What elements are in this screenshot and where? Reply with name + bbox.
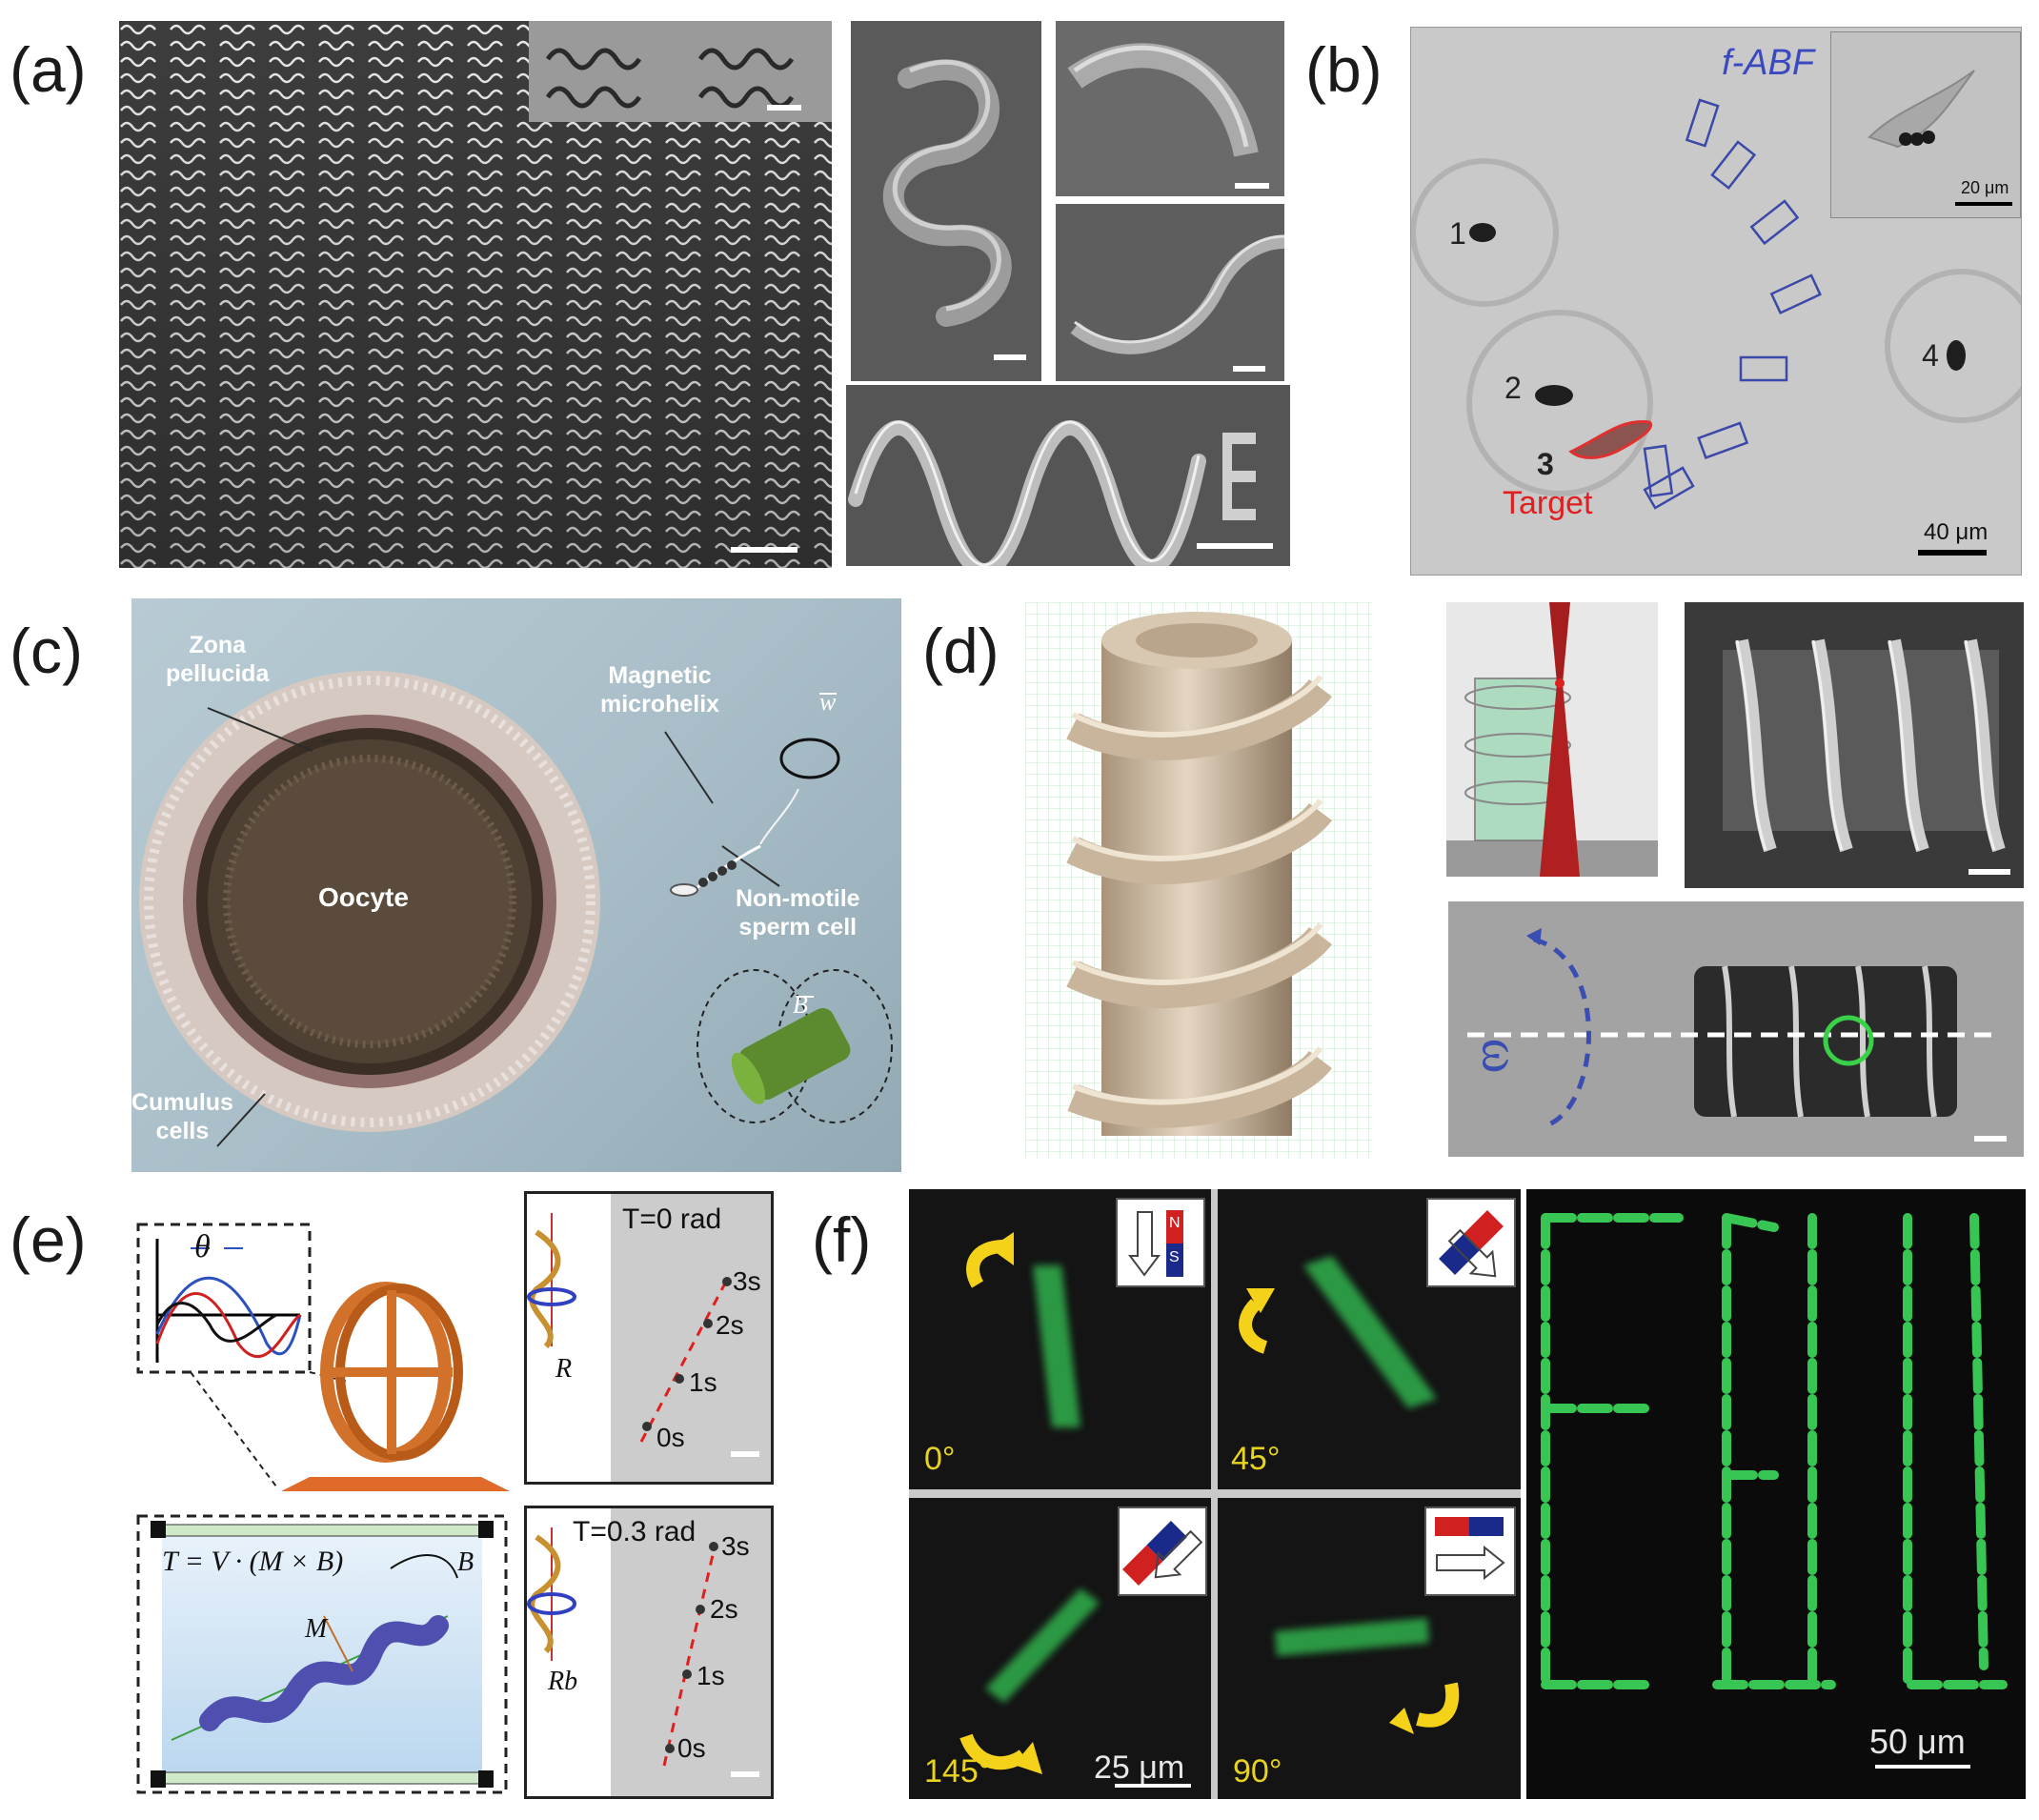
cell-number-2: 2 [1504, 371, 1522, 405]
panel-label-a: (a) [10, 34, 87, 105]
oocyte-image: Zona pellucida Magnetic microhelix Oocyt… [131, 598, 901, 1172]
helix-detail-sem-2 [1056, 204, 1284, 381]
panel-label-d: (d) [922, 616, 999, 686]
time-3s-top: 3s [733, 1266, 761, 1296]
label-B: B [793, 991, 808, 1019]
label-w: w [819, 688, 837, 716]
trajectory-bg [611, 1194, 771, 1482]
magnet-s-0: S [1169, 1249, 1180, 1265]
scale-bar [731, 1451, 759, 1457]
trajectory-bottom: T=0.3 rad 3s 2s 1s 0s Rb [524, 1506, 774, 1799]
scale-bar [1235, 183, 1269, 189]
time-3s-bottom: 3s [721, 1531, 750, 1561]
label-zona: Zona pellucida [166, 632, 270, 687]
scale-bar [1918, 550, 1987, 556]
time-1s-top: 1s [689, 1367, 717, 1397]
scale-bar [731, 547, 797, 553]
fluor-145deg: 145° 25 μm [909, 1498, 1211, 1799]
scale-bar [731, 1771, 759, 1777]
horizontal-helix-sem [846, 385, 1290, 566]
label-oocyte: Oocyte [318, 882, 409, 912]
panel-label-e: (e) [10, 1204, 87, 1275]
title-bottom: T=0.3 rad [573, 1516, 696, 1547]
letters-fluorescence: 50 μm [1526, 1189, 2026, 1799]
label-cumulus: Cumulus cells [131, 1089, 233, 1144]
inset-scale-bar [767, 105, 801, 111]
fluor-90deg: 90° [1218, 1498, 1521, 1799]
helix-array-inset [529, 21, 832, 122]
theta-label: θ [194, 1229, 211, 1264]
scale-text-50: 50 μm [1869, 1722, 1966, 1761]
scale-text: 40 μm [1924, 519, 1989, 545]
trajectory-top: T=0 rad 3s 2s 1s 0s R [524, 1191, 774, 1485]
magnet-n-0: N [1169, 1215, 1181, 1231]
panel-label-f: (f) [812, 1204, 872, 1275]
fabf-title: f-ABF [1722, 43, 1815, 83]
scale-bar [1115, 1784, 1191, 1788]
fabf-inset: 20 μm [1830, 31, 2021, 218]
rotating-helix-image: ω [1448, 901, 2024, 1157]
time-2s-top: 2s [716, 1310, 744, 1340]
cell-number-3: 3 [1537, 447, 1554, 481]
scale-bar [1875, 1765, 1970, 1769]
label-nonmotile: Non-motile sperm cell [736, 885, 860, 940]
time-2s-bottom: 2s [710, 1594, 738, 1624]
panel-label-b: (b) [1305, 34, 1383, 105]
inset-scale-bar [1955, 202, 2012, 206]
time-1s-bottom: 1s [696, 1661, 725, 1690]
fluor-0deg: N S 0° [909, 1189, 1211, 1489]
torque-schematic-top: θ [133, 1220, 515, 1496]
cell-number-4: 4 [1922, 338, 1939, 373]
torque-equation: T = V · (M × B) [162, 1546, 344, 1577]
helix-detail-sem-1 [1056, 21, 1284, 196]
inset-scale-text: 20 μm [1961, 178, 2009, 197]
single-helix-sem [851, 21, 1041, 381]
label-B-vec: B [457, 1547, 474, 1577]
scale-bar [1968, 869, 2010, 875]
torque-schematic-bottom: T = V · (M × B) M B [133, 1511, 511, 1797]
helix-3d-model [1025, 602, 1372, 1159]
angle-45: 45° [1231, 1441, 1281, 1477]
scale-bar [994, 354, 1026, 360]
time-0s-top: 0s [656, 1423, 685, 1452]
angle-90: 90° [1233, 1753, 1282, 1790]
panel-label-c: (c) [10, 616, 83, 686]
cell-number-1: 1 [1449, 216, 1466, 251]
scale-bar [1974, 1136, 2007, 1142]
angle-145: 145° [924, 1753, 992, 1790]
fluorescence-grid: N S 0° 45° 145° 25 μm [909, 1189, 1521, 1799]
helix-array-sem [119, 21, 832, 568]
label-R: R [555, 1354, 573, 1384]
label-M: M [305, 1614, 328, 1644]
scale-text-25: 25 μm [1094, 1749, 1185, 1786]
scale-bar [1197, 543, 1273, 549]
time-0s-bottom: 0s [677, 1733, 706, 1763]
target-label: Target [1503, 485, 1593, 521]
helix-screw-sem [1685, 602, 2024, 888]
scale-bar [1233, 366, 1265, 372]
fluor-45deg: 45° [1218, 1189, 1521, 1489]
trajectory-bg [611, 1508, 771, 1796]
title-top: T=0 rad [622, 1203, 722, 1235]
fabf-microscopy: f-ABF 1 2 3 4 Target 20 μm 40 μm [1410, 27, 2022, 576]
angle-0: 0° [924, 1441, 956, 1477]
label-Rb: Rb [548, 1667, 578, 1696]
omega-label: ω [1470, 1038, 1530, 1074]
laser-writing-schematic [1446, 602, 1658, 877]
label-microhelix: Magnetic microhelix [600, 662, 720, 718]
